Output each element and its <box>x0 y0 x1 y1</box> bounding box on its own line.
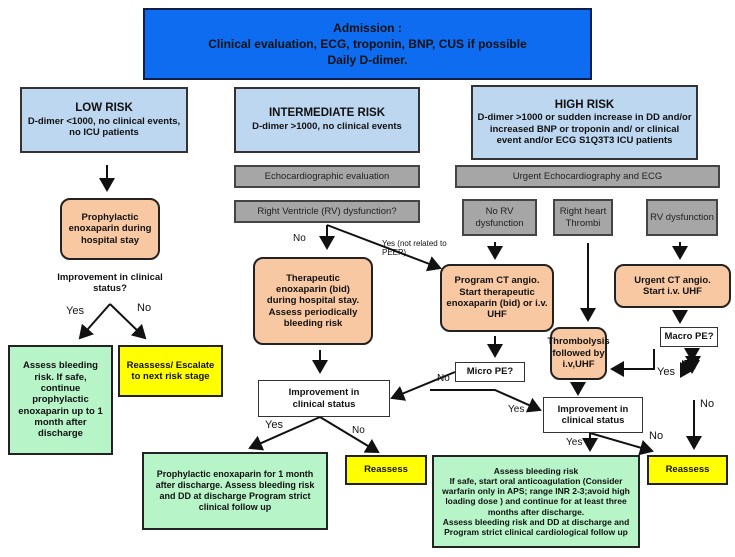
intermediate-no2-label: No <box>352 425 365 436</box>
intermediate-risk-desc: D-dimer >1000, no clinical events <box>252 121 402 133</box>
program-ct-box: Program CT angio. Start therapeutic enox… <box>440 264 554 332</box>
macro-pe-box: Macro PE? <box>660 327 718 347</box>
high-outcome-line3: Assess bleeding risk and DD at discharge… <box>442 516 630 537</box>
intermediate-risk-box: INTERMEDIATE RISK D-dimer >1000, no clin… <box>234 87 420 153</box>
low-risk-title: LOW RISK <box>75 101 133 114</box>
intermediate-question: Improvement in clinical status <box>258 380 390 417</box>
low-no-label: No <box>137 302 152 314</box>
low-risk-desc: D-dimer <1000, no clinical events, no IC… <box>27 115 181 138</box>
high-yes-label: Yes <box>566 437 583 448</box>
micro-yes-label: Yes <box>508 404 525 415</box>
low-risk-box: LOW RISK D-dimer <1000, no clinical even… <box>20 87 188 153</box>
intermediate-yes-label: Yes (not related to PEEP) <box>382 239 447 257</box>
intermediate-risk-title: INTERMEDIATE RISK <box>268 107 386 120</box>
low-no-outcome: Reassess/ Escalate to next risk stage <box>118 345 223 397</box>
high-outcome-line2: If safe, start oral anticoagulation (Con… <box>442 476 630 517</box>
intermediate-no-label: No <box>293 233 306 244</box>
micro-pe-box: Micro PE? <box>455 362 525 382</box>
echo-evaluation-box: Echocardiographic evaluation <box>234 165 420 188</box>
macro-no-label: No <box>700 398 715 410</box>
low-yes-label: Yes <box>66 305 84 317</box>
admission-title: Admission : <box>333 20 402 35</box>
admission-line1: Clinical evaluation, ECG, troponin, BNP,… <box>208 36 527 51</box>
rv-box: RV dysfunction <box>646 199 718 236</box>
rv-dysfunction-question: Right Ventricle (RV) dysfunction? <box>234 200 420 223</box>
intermediate-treatment-box: Therapeutic enoxaparin (bid) during hosp… <box>253 257 373 345</box>
intermediate-yes-outcome: Prophylactic enoxaparin for 1 month afte… <box>142 452 328 530</box>
urgent-echo-box: Urgent Echocardiography and ECG <box>455 165 720 188</box>
intermediate-no-outcome: Reassess <box>345 455 427 485</box>
high-risk-title: HIGH RISK <box>554 98 615 111</box>
urgent-ct-box: Urgent CT angio. Start i.v. UHF <box>614 264 731 308</box>
thrombolysis-box: Thrombolysis followed by i.v,UHF <box>547 327 610 380</box>
high-no-outcome: Reassess <box>647 455 728 485</box>
high-yes-outcome: Assess bleeding risk If safe, start oral… <box>432 455 640 548</box>
low-yes-outcome: Assess bleeding risk. If safe, continue … <box>8 345 113 455</box>
micro-no-label: No <box>437 373 450 384</box>
admission-box: Admission : Clinical evaluation, ECG, tr… <box>143 8 592 80</box>
intermediate-yes2-label: Yes <box>265 419 283 431</box>
macro-yes-label: Yes <box>657 366 675 378</box>
high-question: Improvement in clinical status <box>543 397 643 433</box>
low-treatment-box: Prophylactic enoxaparin during hospital … <box>60 198 160 260</box>
high-risk-desc: D-dimer >1000 or sudden increase in DD a… <box>477 112 692 147</box>
high-risk-box: HIGH RISK D-dimer >1000 or sudden increa… <box>471 85 698 160</box>
thrombi-box: Right heart Thrombi <box>553 199 613 236</box>
high-no-label: No <box>649 430 664 442</box>
admission-line2: Daily D-dimer. <box>327 53 408 68</box>
no-rv-box: No RV dysfunction <box>462 199 537 236</box>
low-question: Improvement in clinical status? <box>57 271 163 294</box>
high-outcome-line1: Assess bleeding risk <box>493 465 579 476</box>
